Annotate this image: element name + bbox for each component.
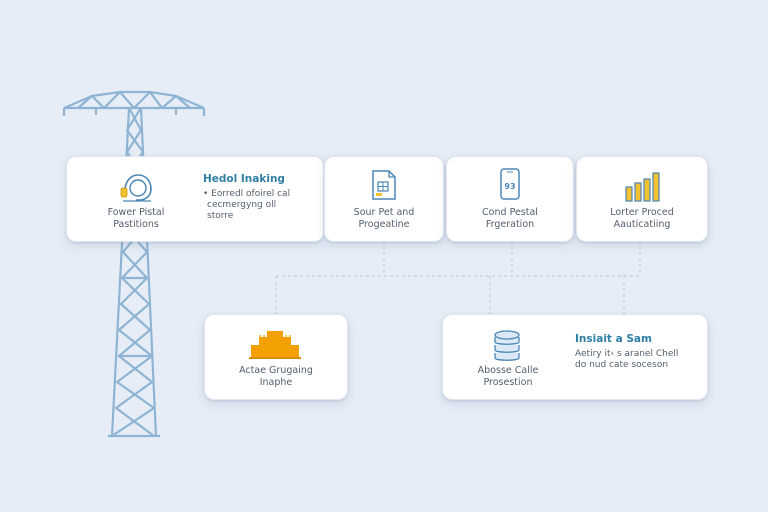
database-icon: [494, 330, 520, 361]
lorter-caption: Lorter Proced Aauticatiing: [577, 207, 707, 231]
hedol-heading: Hedol Inaking: [203, 173, 285, 185]
sour-caption-line1: Sour Pet and: [353, 207, 415, 218]
abosse-calle-card[interactable]: Abosse Calle Prosestion Insiait a Sam Ae…: [442, 314, 708, 400]
cond-caption: Cond Pestal Frgeration: [447, 207, 573, 231]
cond-caption-line2: Frgeration: [485, 219, 535, 230]
power-caption-line1: Fower Pistal: [107, 207, 165, 218]
actae-caption-line2: Inaphe: [259, 377, 293, 388]
lorter-proced-card[interactable]: Lorter Proced Aauticatiing: [576, 156, 708, 242]
abosse-caption-line1: Abosse Calle: [477, 365, 539, 376]
document-icon: [372, 170, 396, 200]
hedol-body: • Eorredl ofoirel cal cecmergyng oll sto…: [203, 189, 290, 222]
actae-caption: Actae Grugaing Inaphe: [205, 365, 347, 389]
cond-caption-line1: Cond Pestal: [482, 207, 538, 218]
headset-icon: [120, 174, 152, 202]
insiait-heading: Insiait a Sam: [575, 333, 652, 345]
hedol-bullet-line1: • Eorredl ofoirel cal: [203, 189, 291, 199]
hedol-bullet-line3: storre: [207, 211, 234, 221]
sour-caption: Sour Pet and Progeatine: [325, 207, 443, 231]
insiait-body-line1: Aetiry it‹ s aranel Chell: [575, 349, 679, 359]
svg-text:93: 93: [504, 182, 515, 191]
bar-chart-icon: [625, 172, 660, 202]
building-icon: [249, 331, 301, 359]
phone-icon: 93: [500, 168, 520, 200]
power-caption: Fower Pistal Pastitions: [81, 207, 191, 231]
cond-pestal-card[interactable]: 93 Cond Pestal Frgeration: [446, 156, 574, 242]
sour-pet-card[interactable]: Sour Pet and Progeatine: [324, 156, 444, 242]
power-positions-card[interactable]: Fower Pistal Pastitions Hedol Inaking • …: [66, 156, 324, 242]
insiait-body: Aetiry it‹ s aranel Chell do nud cate so…: [575, 349, 678, 371]
lorter-caption-line2: Aauticatiing: [613, 219, 671, 230]
actae-caption-line1: Actae Grugaing: [239, 365, 313, 376]
abosse-caption: Abosse Calle Prosestion: [453, 365, 563, 389]
sour-caption-line2: Progeatine: [358, 219, 410, 230]
power-caption-line2: Pastitions: [113, 219, 159, 230]
actae-grugaing-card[interactable]: Actae Grugaing Inaphe: [204, 314, 348, 400]
abosse-caption-line2: Prosestion: [483, 377, 533, 388]
hedol-bullet-line2: cecmergyng oll: [207, 200, 277, 210]
insiait-body-line2: do nud cate soceson: [575, 360, 669, 370]
lorter-caption-line1: Lorter Proced: [610, 207, 674, 218]
